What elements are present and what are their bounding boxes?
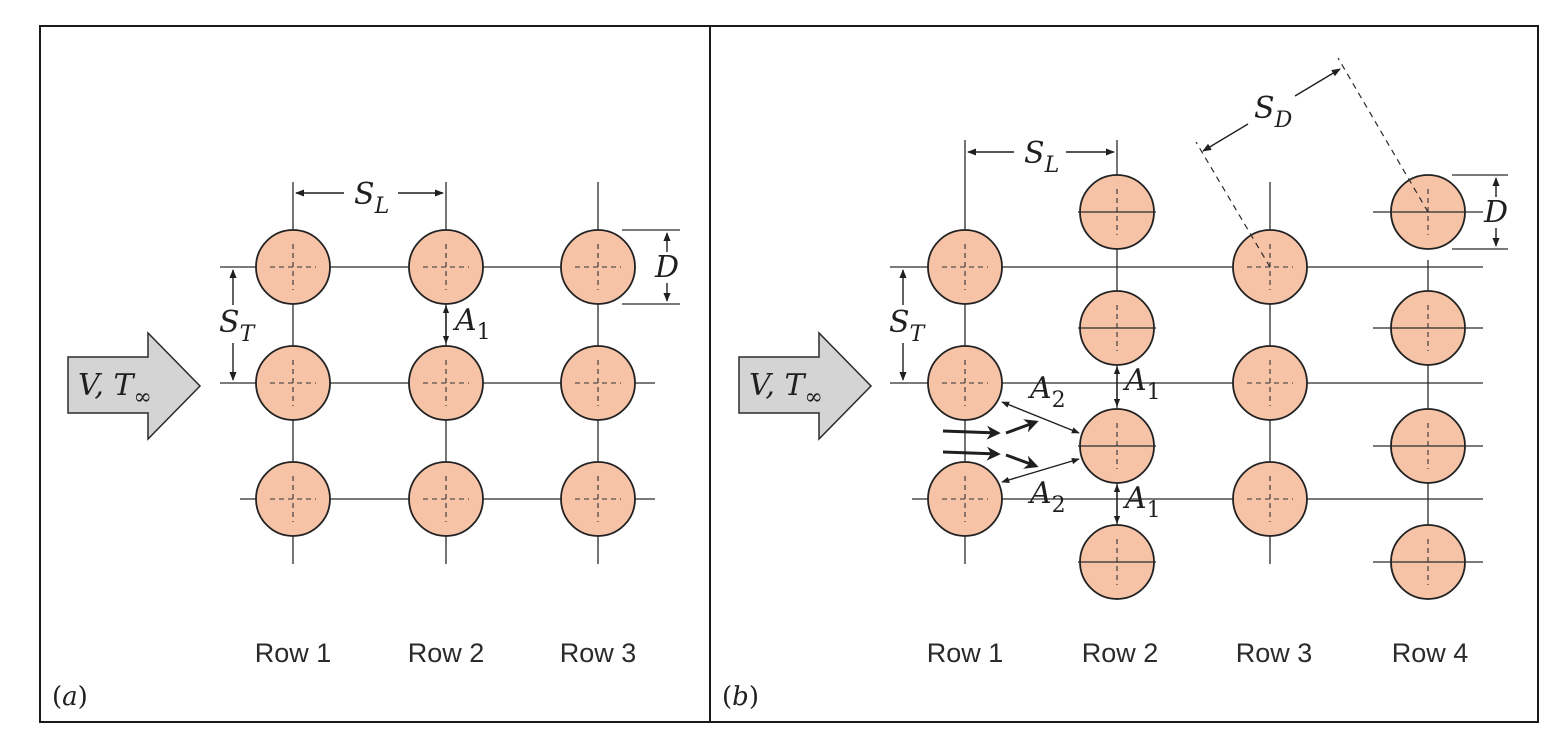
dimension-d: D [1452,174,1508,250]
tube [927,229,1003,305]
dimension-sd: SD [1195,57,1429,268]
tube [560,229,636,305]
svg-text:SD: SD [1254,91,1293,133]
tube [560,461,636,537]
tube [1232,461,1308,537]
tube [927,461,1003,537]
tube [560,345,636,421]
tube [1373,524,1483,600]
tube [1078,524,1156,600]
panel-b: V, T∞ SL ST SD D [709,25,1539,723]
svg-text:SL: SL [354,177,389,219]
svg-text:A1: A1 [1122,481,1161,523]
dimension-st: ST [219,269,257,381]
dimension-a1-lower: A1 [1113,481,1161,524]
svg-text:A2: A2 [1027,371,1066,413]
tube [408,461,484,537]
row-label: Row 3 [1236,638,1313,668]
svg-text:SL: SL [1024,136,1059,178]
svg-text:ST: ST [889,305,927,347]
tube [1078,408,1156,484]
dimension-a1-upper: A1 [1113,363,1161,407]
tube [255,229,331,305]
tube [1078,174,1156,250]
dimension-a1: A1 [442,303,491,345]
tube [1232,345,1308,421]
tube [255,461,331,537]
flow-label: V, T∞ [749,368,823,410]
panel-a: V, T∞ SL ST D A1 Row 1 [39,25,711,723]
tube [408,229,484,305]
svg-text:A2: A2 [1027,476,1066,518]
svg-text:D: D [654,250,679,285]
tube [927,345,1003,421]
dimension-a2-lower: A2 [1001,457,1080,518]
svg-text:D: D [1483,195,1508,230]
dimension-sl: SL [295,177,444,219]
row-label: Row 4 [1392,638,1469,668]
panel-a-row-labels: Row 1 Row 2 Row 3 [255,638,637,668]
dimension-a2-upper: A2 [1001,371,1080,434]
flow-label: V, T∞ [78,368,152,410]
tube [1078,290,1156,366]
panel-b-flow-arrow: V, T∞ [738,331,873,441]
tube [408,345,484,421]
row-label: Row 1 [255,638,332,668]
streamline-arrows [942,419,1039,469]
row-label: Row 1 [927,638,1004,668]
svg-text:A1: A1 [1122,363,1161,405]
tube [255,345,331,421]
dimension-st: ST [889,269,927,381]
tube [1373,290,1483,366]
svg-text:ST: ST [219,305,257,347]
dimension-d: D [622,229,680,305]
dimension-sl: SL [967,136,1115,178]
row-label: Row 2 [1082,638,1159,668]
row-label: Row 2 [408,638,485,668]
panel-a-tubes [255,229,636,537]
panel-b-row-labels: Row 1 Row 2 Row 3 Row 4 [927,638,1469,668]
tube [1373,408,1483,484]
panel-a-label: (a) [52,682,88,712]
svg-text:A1: A1 [452,303,491,345]
panel-a-flow-arrow: V, T∞ [67,331,202,441]
row-label: Row 3 [560,638,637,668]
panel-b-tubes [927,174,1483,600]
panel-b-label: (b) [722,682,759,712]
panel-b-frame [709,25,1539,723]
